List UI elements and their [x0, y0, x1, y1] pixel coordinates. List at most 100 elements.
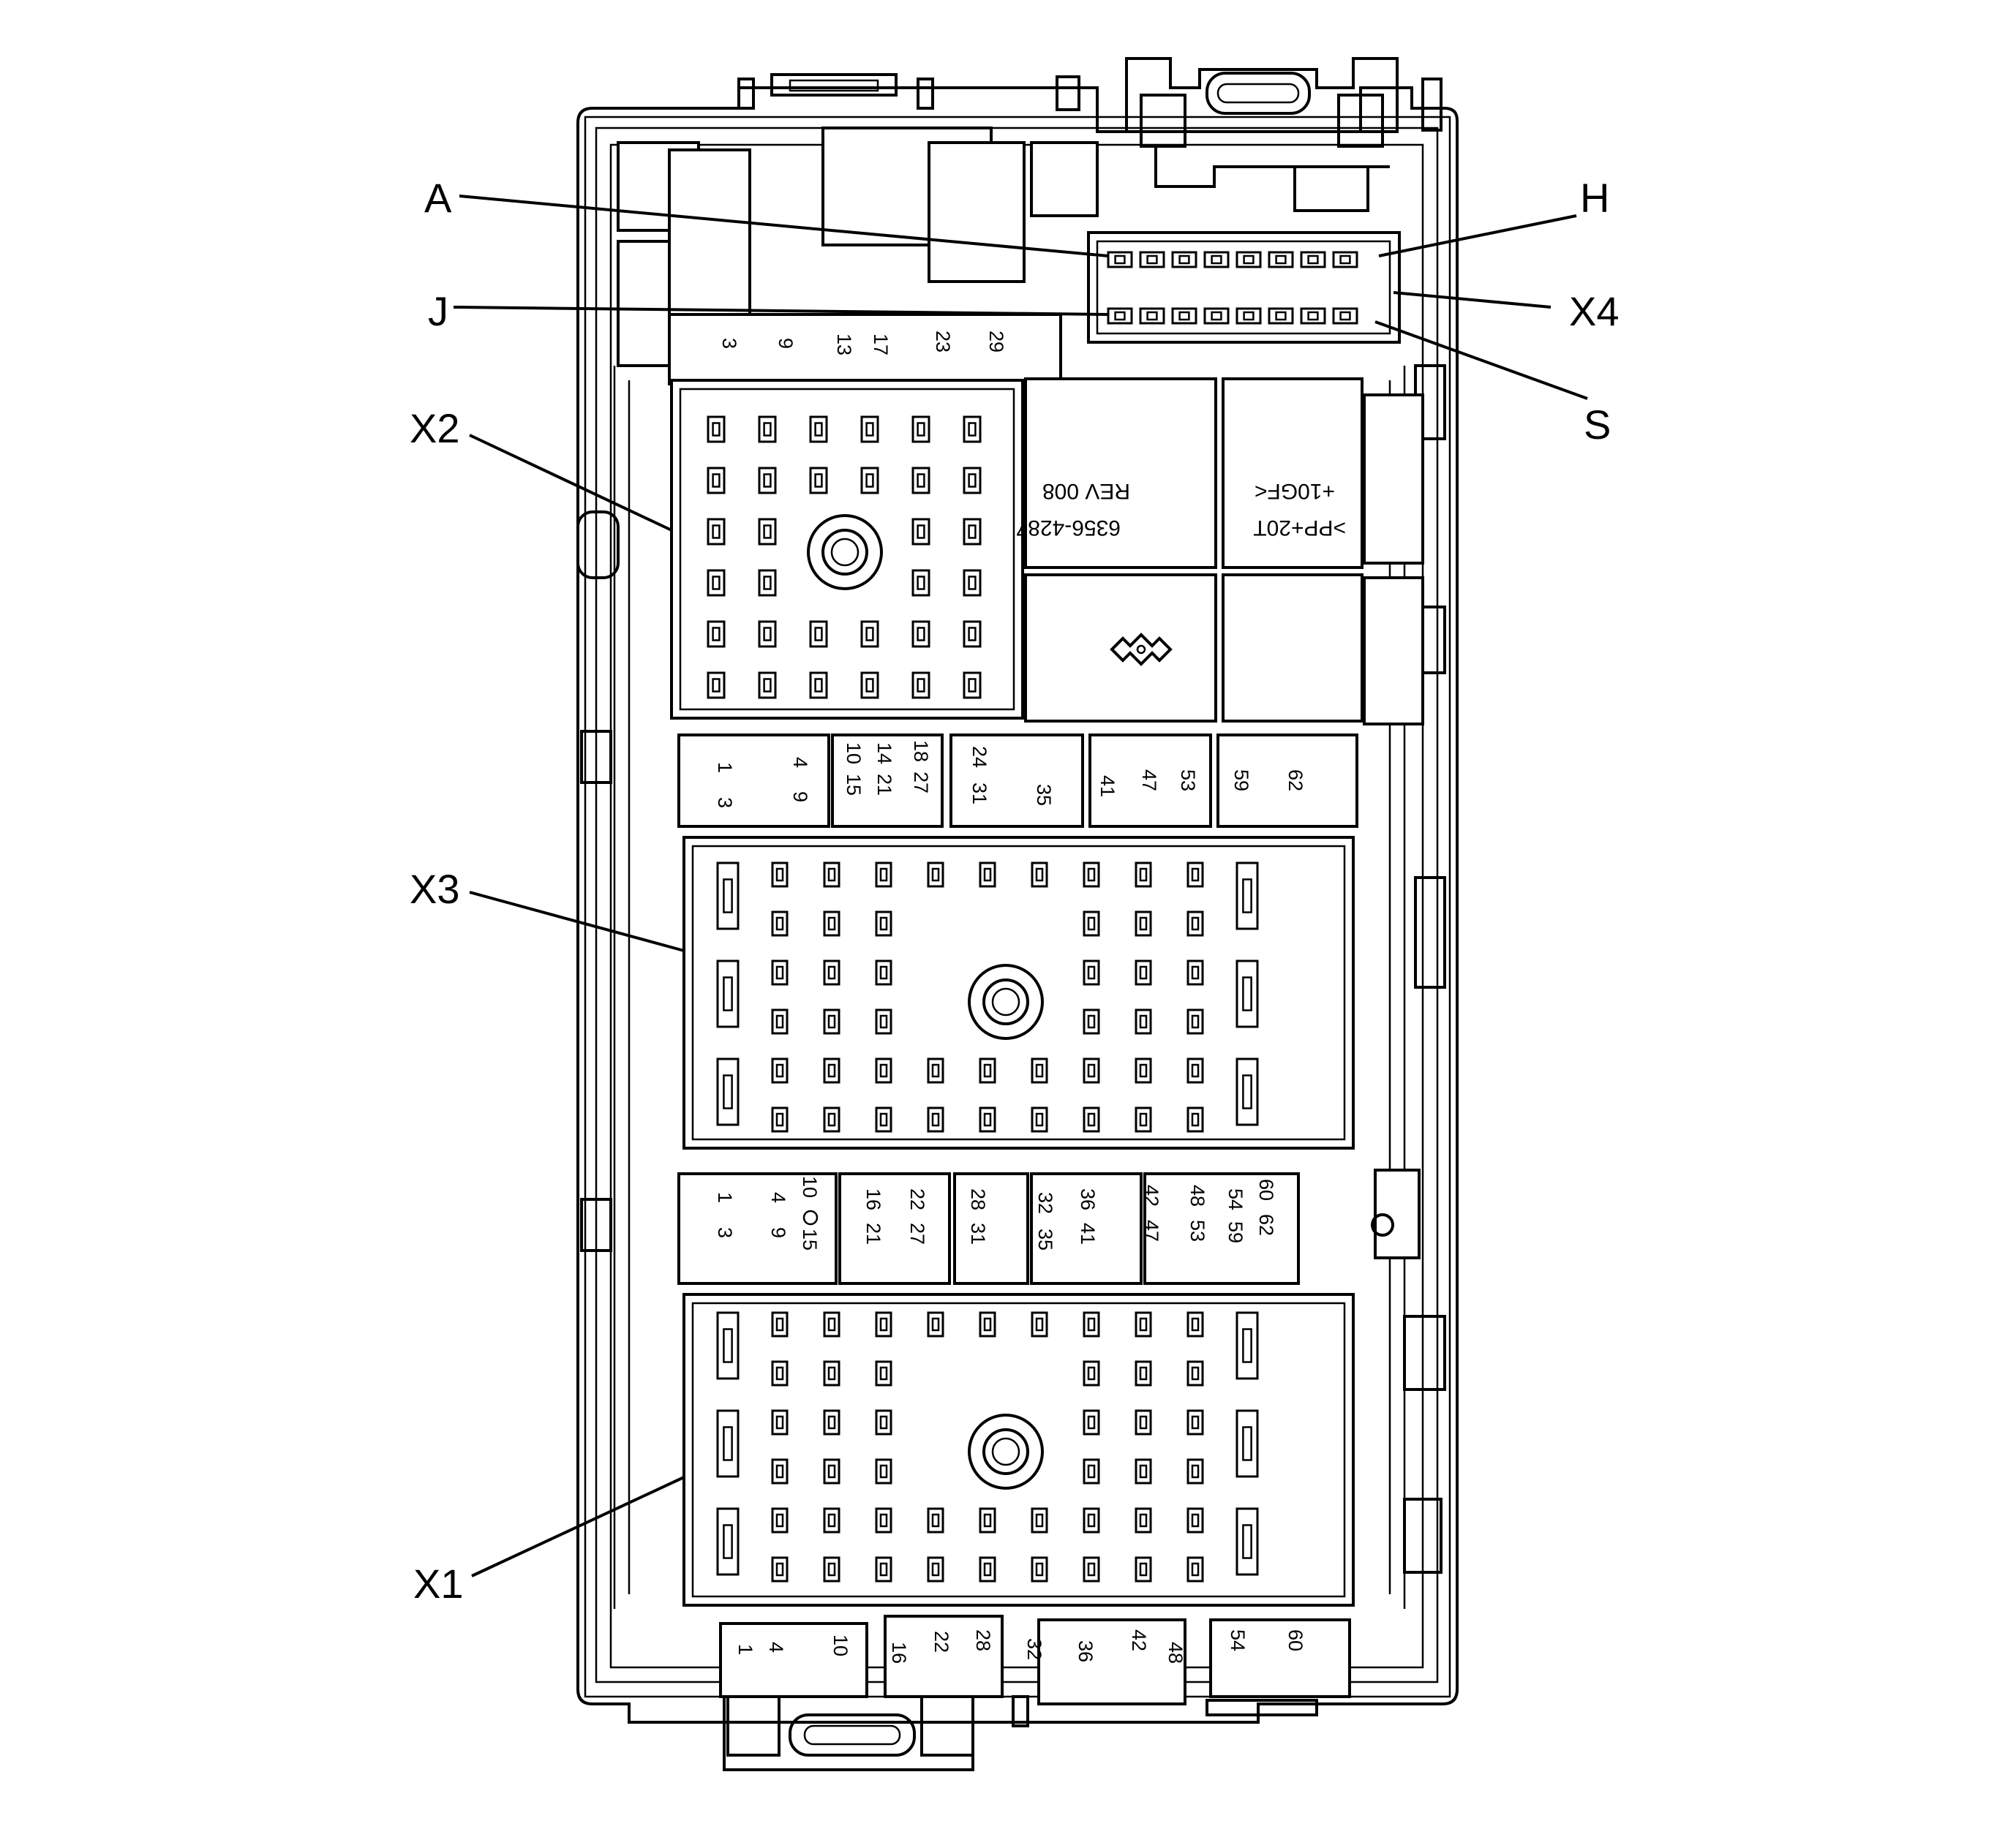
x3-cavity: [1186, 910, 1204, 937]
x1-cavity: [927, 1556, 944, 1583]
x4-cavity-contact: [1146, 311, 1158, 321]
x3-cavity: [927, 1106, 944, 1133]
x1-cavity-large-contact: [1242, 1524, 1252, 1559]
x1-cavity-contact: [1087, 1366, 1096, 1381]
x3-cavity-contact: [1191, 1063, 1200, 1078]
x1-cavity-contact: [931, 1317, 940, 1332]
x3-cavity: [771, 959, 789, 986]
x2-cavity-contact: [712, 524, 721, 539]
x4-cavity: [1203, 307, 1230, 325]
x4-cavity-contact: [1275, 311, 1287, 321]
x1-cavity-contact: [879, 1513, 888, 1528]
x1-cavity: [823, 1409, 840, 1436]
x3-cavity: [823, 1106, 840, 1133]
pin-label: 60: [1285, 1629, 1306, 1651]
x1-cavity: [1186, 1458, 1204, 1485]
x3-cavity-contact: [931, 1112, 940, 1127]
x3-cavity: [1135, 959, 1152, 986]
material-label-2: +10GF<: [1255, 479, 1335, 503]
x4-cavity-contact: [1146, 254, 1158, 265]
x1-cavity-contact: [775, 1415, 784, 1430]
x1-cavity-contact: [1191, 1562, 1200, 1577]
x1-cavity: [771, 1556, 789, 1583]
x3-cavity-contact: [1087, 1063, 1096, 1078]
pin-label: 18: [910, 740, 932, 762]
x1-cavity-contact: [1087, 1317, 1096, 1332]
x3-cavity-large: [716, 959, 740, 1028]
x4-cavity-contact: [1114, 254, 1126, 265]
x1-cavity-contact: [827, 1366, 836, 1381]
x3-cavity-contact: [931, 867, 940, 882]
pin-label: 22: [930, 1631, 952, 1653]
x3-cavity: [1135, 1106, 1152, 1133]
pin-label: 17: [870, 333, 892, 355]
x3-cavity-contact: [983, 867, 992, 882]
x3-cavity: [771, 1008, 789, 1035]
x1-cavity: [1083, 1556, 1100, 1583]
pin-label: 28: [967, 1188, 989, 1210]
x4-cavity-contact: [1178, 311, 1190, 321]
pin-label: 3: [718, 338, 740, 349]
x2-cavity-contact: [814, 627, 823, 641]
x2-cavity: [963, 620, 982, 648]
pin-label: 27: [910, 772, 932, 793]
x3-cavity-contact: [1139, 916, 1148, 931]
x3-cavity-contact: [1087, 916, 1096, 931]
x1-cavity-contact: [775, 1464, 784, 1479]
x3-cavity-contact: [1191, 1112, 1200, 1127]
x4-cavity: [1139, 251, 1165, 268]
x4-cavity-contact: [1243, 311, 1255, 321]
x1-cavity: [927, 1311, 944, 1338]
x1-cavity-contact: [1191, 1415, 1200, 1430]
x4-cavity-contact: [1114, 311, 1126, 321]
x1-cavity: [823, 1458, 840, 1485]
x4-cavity: [1268, 251, 1294, 268]
x2-cavity: [963, 671, 982, 699]
x1-cavity: [1031, 1507, 1048, 1534]
x1-cavity: [875, 1556, 892, 1583]
x1-cavity-contact: [1139, 1464, 1148, 1479]
x4-connector: [1087, 231, 1401, 344]
x2-cavity: [707, 569, 726, 597]
x2-cavity-contact: [763, 576, 772, 590]
pin-label: 35: [1033, 784, 1055, 806]
x4-cavity: [1235, 307, 1262, 325]
x2-cavity: [707, 620, 726, 648]
label-block: 6356-4287 REV 008 >PP+20T +10GF<: [1016, 377, 1424, 725]
pin-label: 4: [767, 1192, 789, 1203]
x1-cavity-large: [716, 1409, 740, 1478]
x2-cavity-contact: [968, 524, 977, 539]
x3-cavity: [771, 1106, 789, 1133]
x3-cavity: [823, 1057, 840, 1084]
x4-cavity-contact: [1307, 311, 1319, 321]
x3-cavity-contact: [775, 916, 784, 931]
x1-cavity-contact: [1191, 1317, 1200, 1332]
x3-connector: [682, 836, 1355, 1150]
pin-labels-x2-top: 3 9 13 17 23 29: [718, 331, 1007, 355]
x1-cavity-contact: [931, 1513, 940, 1528]
x2-cavity-contact: [865, 473, 874, 488]
x3-cavity-contact: [1191, 867, 1200, 882]
x2-cavity: [860, 671, 879, 699]
x4-cavity-contact: [1178, 254, 1190, 265]
x1-cavity: [979, 1507, 996, 1534]
x4-cavity: [1332, 251, 1358, 268]
pin-label: 59: [1225, 1221, 1246, 1243]
x1-cavity: [1186, 1311, 1204, 1338]
x4-cavity: [1203, 251, 1230, 268]
x3-cavity: [875, 1008, 892, 1035]
pin-label: 27: [906, 1223, 928, 1245]
pin-label: 59: [1230, 769, 1252, 791]
x1-cavity-large: [1235, 1311, 1259, 1380]
x3-cavity: [1083, 1106, 1100, 1133]
x2-cavity-contact: [968, 576, 977, 590]
pin-label: 4: [789, 757, 811, 768]
pin-label: 31: [967, 1223, 989, 1245]
x1-cavity-large-contact: [723, 1426, 733, 1461]
x1-cavity: [1135, 1409, 1152, 1436]
pin-label: 60: [1255, 1179, 1277, 1201]
x1-cavity: [1083, 1360, 1100, 1387]
x3-cavity: [875, 959, 892, 986]
x4-cavity: [1235, 251, 1262, 268]
x2-cavity-contact: [814, 473, 823, 488]
